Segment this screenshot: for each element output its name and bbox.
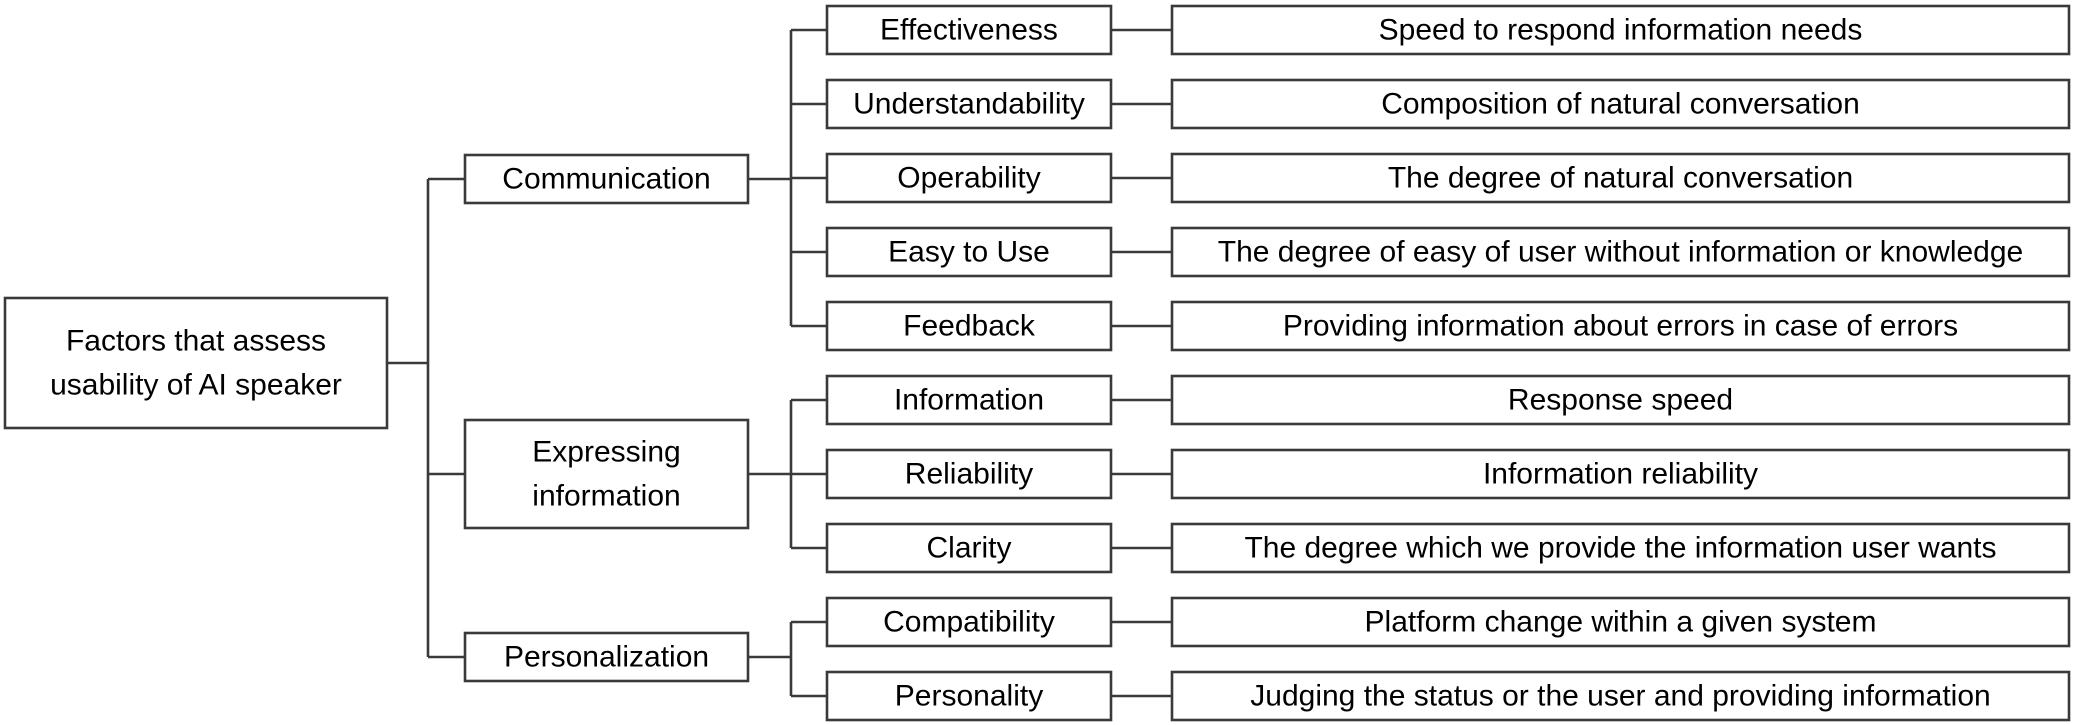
description-node-frame (1170, 226, 2071, 278)
description-label: The degree which we provide the informat… (1244, 532, 1996, 565)
description-node: The degree of easy of user without infor… (1170, 226, 2071, 278)
description-node: Speed to respond information needs (1170, 4, 2071, 56)
description-node-frame (1170, 670, 2071, 722)
description-node-frame (1170, 374, 2071, 426)
factor-label: Effectiveness (880, 14, 1058, 47)
description-label: Judging the status or the user and provi… (1250, 680, 1990, 713)
factor-label: Understandability (853, 88, 1085, 121)
factor-label: Feedback (903, 310, 1036, 343)
category-node-label: Expressing (532, 436, 680, 469)
category-node-label: information (532, 480, 680, 513)
category-node: Personalization (463, 631, 750, 683)
factor-node: Easy to Use (825, 226, 1113, 278)
factor-node: Reliability (825, 448, 1113, 500)
factor-node: Clarity (825, 522, 1113, 574)
factor-node-frame (825, 448, 1113, 500)
factor-node: Information (825, 374, 1113, 426)
factor-node-frame (825, 78, 1113, 130)
factor-node-frame (825, 522, 1113, 574)
description-node: Composition of natural conversation (1170, 78, 2071, 130)
factor-node-frame (825, 300, 1113, 352)
factor-node: Understandability (825, 78, 1113, 130)
factor-node-frame (825, 226, 1113, 278)
category-node-frame (463, 153, 750, 205)
connector-lines (387, 28, 1172, 698)
description-node-frame (1170, 4, 2071, 56)
factor-node-frame (825, 374, 1113, 426)
factor-label: Clarity (926, 532, 1011, 565)
description-node: Providing information about errors in ca… (1170, 300, 2071, 352)
description-node-frame (1170, 596, 2071, 648)
description-node-frame (1170, 522, 2071, 574)
root-node-label: usability of AI speaker (50, 369, 342, 402)
description-node: Response speed (1170, 374, 2071, 426)
root-node-frame (3, 296, 389, 430)
category-node: Expressing information (463, 418, 750, 530)
factor-node: Personality (825, 670, 1113, 722)
description-label: Speed to respond information needs (1379, 14, 1863, 47)
description-node-frame (1170, 448, 2071, 500)
category-node-label: Communication (502, 163, 710, 196)
factor-node-frame (825, 152, 1113, 204)
description-node: The degree which we provide the informat… (1170, 522, 2071, 574)
description-node-frame (1170, 300, 2071, 352)
description-node: The degree of natural conversation (1170, 152, 2071, 204)
description-node: Information reliability (1170, 448, 2071, 500)
description-node-frame (1170, 78, 2071, 130)
factor-label: Information (894, 384, 1044, 417)
description-label: The degree of natural conversation (1388, 162, 1853, 195)
factor-node-frame (825, 4, 1113, 56)
description-node: Judging the status or the user and provi… (1170, 670, 2071, 722)
factor-label: Easy to Use (888, 236, 1050, 269)
description-label: Response speed (1508, 384, 1733, 417)
root-node: Factors that assess usability of AI speak… (3, 296, 389, 430)
description-label: Composition of natural conversation (1381, 88, 1860, 121)
description-label: Information reliability (1483, 458, 1758, 491)
description-label: Platform change within a given system (1365, 606, 1877, 639)
category-node: Communication (463, 153, 750, 205)
category-node-label: Personalization (504, 641, 709, 674)
factor-node: Compatibility (825, 596, 1113, 648)
diagram-nodes: Factors that assess usability of AI speak… (3, 4, 2071, 722)
category-node-frame (463, 631, 750, 683)
factor-node-frame (825, 596, 1113, 648)
category-node-frame (463, 418, 750, 530)
factor-label: Operability (897, 162, 1040, 195)
root-node-label: Factors that assess (66, 325, 326, 358)
factor-node-frame (825, 670, 1113, 722)
factor-label: Personality (895, 680, 1043, 713)
factor-label: Compatibility (883, 606, 1055, 639)
factor-node: Effectiveness (825, 4, 1113, 56)
description-node-frame (1170, 152, 2071, 204)
description-node: Platform change within a given system (1170, 596, 2071, 648)
factor-node: Feedback (825, 300, 1113, 352)
factor-label: Reliability (905, 458, 1033, 491)
description-label: Providing information about errors in ca… (1283, 310, 1958, 343)
factor-node: Operability (825, 152, 1113, 204)
description-label: The degree of easy of user without infor… (1218, 236, 2023, 269)
